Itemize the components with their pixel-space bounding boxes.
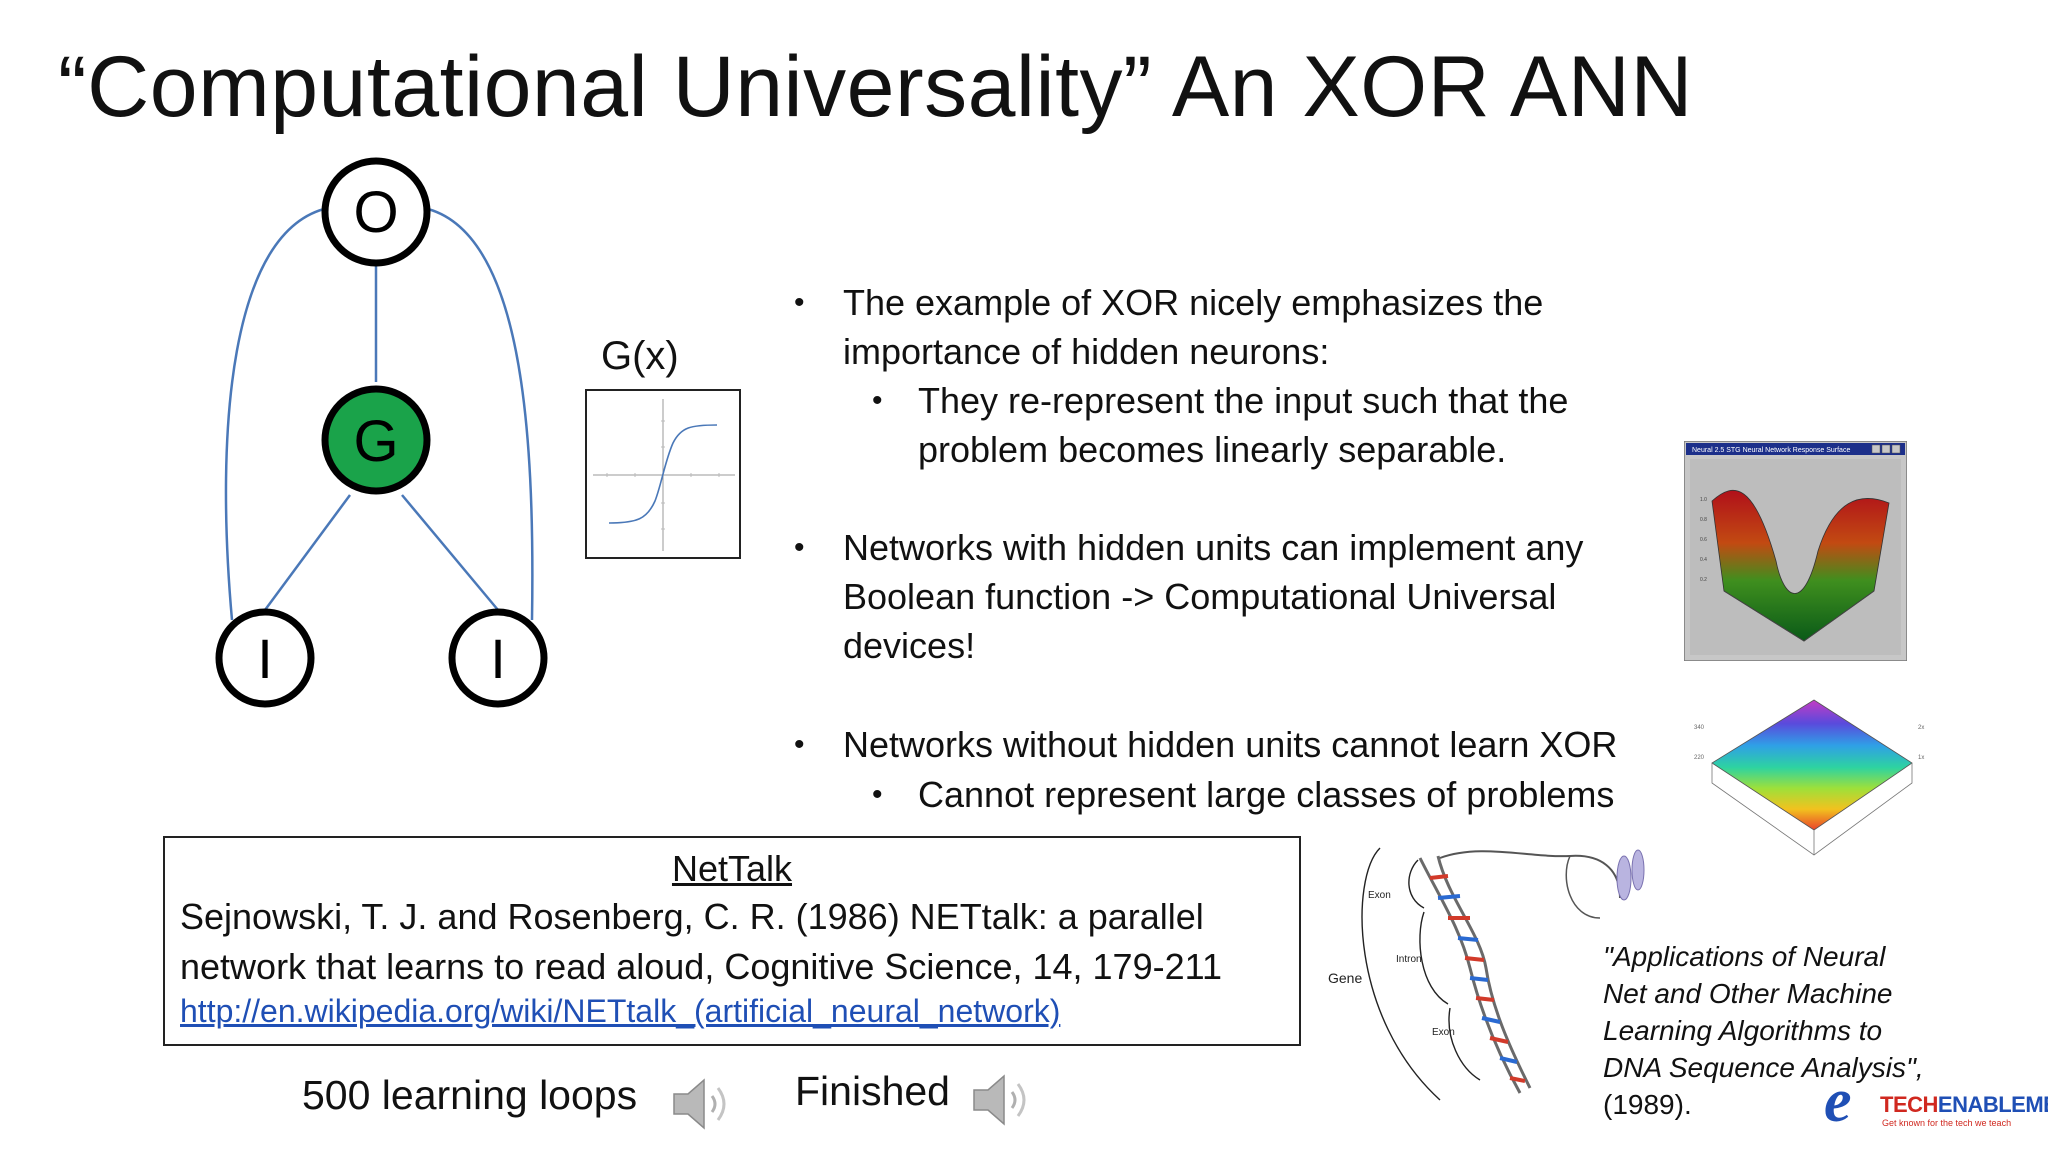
svg-text:2x: 2x bbox=[1918, 725, 1924, 731]
bullet-line: problem becomes linearly separable. bbox=[918, 429, 1507, 470]
sub-bullet-marker: • bbox=[872, 778, 883, 811]
input-node-right bbox=[448, 608, 548, 708]
logo-tagline: Get known for the tech we teach bbox=[1882, 1118, 2012, 1128]
dna-helix-graphic bbox=[1418, 849, 1645, 1094]
bullet-line: Networks without hidden units cannot lea… bbox=[843, 724, 1618, 765]
window-title: Neural 2.5 STG Neural Network Response S… bbox=[1692, 447, 1850, 454]
reference-citation-line: Sejnowski, T. J. and Rosenberg, C. R. (1… bbox=[180, 896, 1204, 937]
hidden-node-label: G bbox=[353, 409, 398, 474]
reference-title: NetTalk bbox=[671, 848, 793, 889]
edge-output-input-right bbox=[423, 206, 534, 621]
speaker-icon[interactable] bbox=[970, 1070, 1036, 1130]
output-node bbox=[321, 157, 431, 267]
bullet-line: devices! bbox=[843, 625, 976, 666]
caption-line: Net and Other Machine bbox=[1603, 978, 1893, 1009]
intron-label: Intron bbox=[1396, 954, 1422, 965]
sub-bullet-item: Cannot represent large classes of proble… bbox=[918, 770, 1614, 819]
activation-label: G(x) bbox=[601, 334, 679, 378]
input-node-left-label: I bbox=[257, 627, 273, 690]
reference-box: NetTalk Sejnowski, T. J. and Rosenberg, … bbox=[163, 836, 1301, 1046]
exon-label: Exon bbox=[1432, 1027, 1455, 1038]
bullet-line: Cannot represent large classes of proble… bbox=[918, 774, 1615, 815]
exon-label: Exon bbox=[1368, 890, 1391, 901]
svg-text:0.4: 0.4 bbox=[1700, 557, 1707, 563]
input-node-right-label: I bbox=[490, 627, 506, 690]
svg-text:1x: 1x bbox=[1918, 755, 1924, 761]
slide-title: “Computational Universality” An XOR ANN bbox=[58, 39, 1693, 135]
linear-plane-plot-image: 340 220 2x 1x bbox=[1694, 699, 1924, 856]
sub-bullet-marker: • bbox=[872, 384, 883, 417]
gene-bracket bbox=[1361, 847, 1441, 1101]
xor-network-diagram: O G I I bbox=[215, 157, 548, 708]
bullet-line: Boolean function -> Computational Univer… bbox=[843, 576, 1557, 617]
logo-letter: e bbox=[1824, 1067, 1852, 1135]
caption-year: (1989). bbox=[1603, 1089, 1692, 1120]
svg-text:0.2: 0.2 bbox=[1700, 577, 1707, 583]
caption-line: Learning Algorithms to bbox=[1603, 1015, 1883, 1046]
svg-text:1.0: 1.0 bbox=[1700, 497, 1707, 503]
bullet-line: Networks with hidden units can implement… bbox=[843, 527, 1584, 568]
caption-line: "Applications of Neural bbox=[1603, 941, 1886, 972]
learning-loops-label: 500 learning loops bbox=[302, 1072, 638, 1118]
bullet-item: The example of XOR nicely emphasizes the… bbox=[843, 278, 1543, 376]
sub-bullet-item: They re-represent the input such that th… bbox=[918, 376, 1568, 474]
reference-citation-line: network that learns to read aloud, Cogni… bbox=[180, 946, 1222, 987]
dna-caption: "Applications of Neural Net and Other Ma… bbox=[1603, 938, 1924, 1123]
network-edges bbox=[224, 206, 534, 621]
svg-text:0.6: 0.6 bbox=[1700, 537, 1707, 543]
intron-bracket bbox=[1419, 911, 1449, 1005]
edge-output-input-left bbox=[224, 206, 329, 621]
bullet-marker: • bbox=[794, 531, 805, 564]
finished-label: Finished bbox=[795, 1068, 950, 1114]
speaker-icon[interactable] bbox=[670, 1074, 736, 1134]
hidden-node bbox=[321, 385, 431, 495]
response-surface-image: Neural 2.5 STG Neural Network Response S… bbox=[1684, 441, 1907, 661]
sigmoid-plot bbox=[585, 389, 741, 559]
gene-label: Gene bbox=[1328, 970, 1362, 986]
bullet-line: importance of hidden neurons: bbox=[843, 331, 1330, 372]
svg-text:220: 220 bbox=[1694, 755, 1705, 761]
edge-hidden-input-left bbox=[263, 494, 352, 611]
logo-brand-part: TECH bbox=[1880, 1092, 1938, 1117]
bullet-line: The example of XOR nicely emphasizes the bbox=[843, 282, 1544, 323]
chromosome-graphic bbox=[1616, 855, 1632, 901]
window-controls-icon bbox=[1871, 444, 1901, 454]
edge-hidden-input-right bbox=[401, 494, 499, 611]
dna-gene-figure: Gene Exon Intron Exon bbox=[1328, 847, 1645, 1101]
exon-bracket-bottom bbox=[1448, 1007, 1481, 1081]
techenablement-logo: e bbox=[1824, 1067, 2034, 1142]
caption-line: DNA Sequence Analysis", bbox=[1603, 1052, 1924, 1083]
logo-brand-part: ENABLEMENT bbox=[1937, 1092, 2048, 1117]
svg-text:0.8: 0.8 bbox=[1700, 517, 1707, 523]
logo-wordmark: TECHENABLEMENT bbox=[1880, 1092, 2048, 1118]
bullet-line: They re-represent the input such that th… bbox=[918, 380, 1569, 421]
bullet-item: Networks without hidden units cannot lea… bbox=[843, 720, 1617, 769]
output-node-label: O bbox=[353, 180, 398, 245]
input-node-left bbox=[215, 608, 315, 708]
exon-bracket-top bbox=[1408, 859, 1425, 909]
reference-link[interactable]: http://en.wikipedia.org/wiki/NETtalk_(ar… bbox=[180, 993, 1061, 1029]
bullet-marker: • bbox=[794, 286, 805, 319]
bullet-marker: • bbox=[794, 728, 805, 761]
bullet-item: Networks with hidden units can implement… bbox=[843, 523, 1583, 670]
window-titlebar bbox=[1686, 443, 1905, 455]
svg-text:340: 340 bbox=[1694, 725, 1705, 731]
sigmoid-curve-graphic bbox=[593, 399, 735, 551]
